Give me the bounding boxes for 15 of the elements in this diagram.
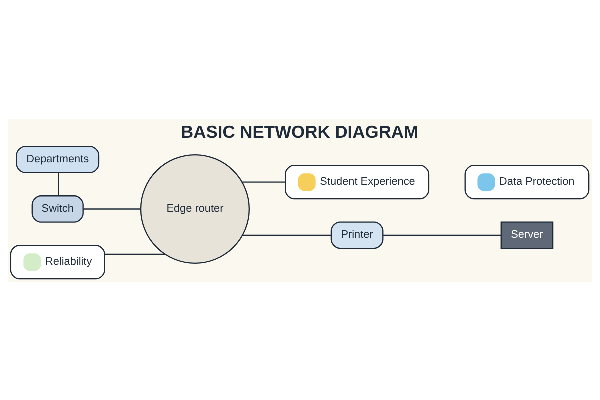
node-box: Departments [16,146,100,173]
connector [58,172,60,196]
connector [83,208,142,210]
connector [242,181,286,182]
connector [104,253,166,255]
connector [383,234,502,236]
node-box: Printer [330,221,384,249]
node-box: Switch [32,195,84,222]
node-box: Server [500,221,554,249]
diagram-title: BASIC NETWORK DIAGRAM [181,122,419,142]
connector [242,234,332,236]
node-box: Student Experience [285,164,430,200]
node-circle: Edge router [140,154,250,264]
node-box: Reliability [10,244,106,280]
node-box: Data Protection [464,164,590,200]
